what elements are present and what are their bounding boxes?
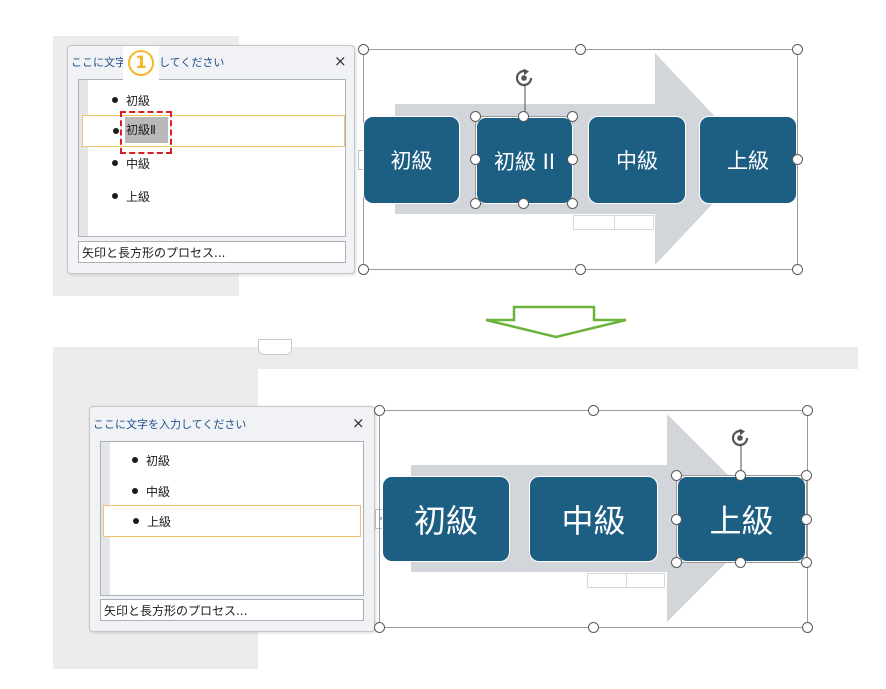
close-icon[interactable]: × [352,414,365,432]
step-callout: 1 [123,46,159,80]
shape-handle[interactable] [735,557,746,568]
bullet-icon [132,488,138,494]
list-item-label: 上級 [147,514,172,529]
placeholder-cells [573,215,654,230]
process-box[interactable]: 初級 [363,116,460,204]
list-item-selected[interactable]: 上級 [103,505,361,537]
resize-handle[interactable] [374,622,385,633]
ruler-bar [258,347,858,369]
resize-handle[interactable] [358,44,369,55]
text-pane-after: ここに文字を入力してください × 初級 中級 上級 矢印と長方形のプロセス... [89,406,375,632]
shape-handle[interactable] [470,198,481,209]
shape-handle[interactable] [801,470,812,481]
shape-handle[interactable] [567,198,578,209]
highlighted-label-overlay: 初級Ⅱ [125,113,170,145]
shape-handle[interactable] [801,557,812,568]
shape-handle[interactable] [801,514,812,525]
list-item-label: 上級 [126,189,151,204]
process-box[interactable]: 初級 [382,476,510,562]
bullet-icon [112,160,118,166]
shape-handle[interactable] [567,111,578,122]
rotate-icon[interactable] [512,66,538,90]
placeholder-cells [587,573,665,588]
shape-handle[interactable] [518,111,529,122]
list-item-label: 中級 [126,156,151,171]
process-box[interactable]: 中級 [529,476,658,562]
list-item[interactable]: 初級 [79,84,345,116]
resize-handle[interactable] [802,622,813,633]
highlighted-label: 初級Ⅱ [126,122,156,137]
ruler-tab[interactable] [258,339,292,355]
down-arrow-icon [485,305,627,339]
step-number-badge: 1 [128,50,154,76]
text-pane-list[interactable]: 初級 中級 上級 [100,441,364,596]
shape-handle[interactable] [735,470,746,481]
shape-handle[interactable] [470,111,481,122]
bullet-icon [112,193,118,199]
text-pane-title: ここに文字を入力してください [93,418,247,431]
list-gutter [79,80,88,236]
text-pane-list[interactable]: 初級 初級Ⅱ 中級 上級 [78,79,346,237]
text-pane-before: ここに文字を入力してください × 初級 初級Ⅱ 中級 上級 矢印と長方形のプロセ… [67,45,355,274]
rotate-icon[interactable] [728,426,754,450]
text-highlight [125,117,168,143]
list-item[interactable]: 初級 [101,444,363,476]
resize-handle[interactable] [792,264,803,275]
bullet-icon [113,128,119,134]
resize-handle[interactable] [588,405,599,416]
resize-handle[interactable] [588,622,599,633]
resize-handle[interactable] [802,405,813,416]
list-item-label: 初級 [146,453,171,468]
close-icon[interactable]: × [334,52,347,70]
process-box-selected[interactable]: 上級 [677,476,806,562]
bullet-icon [133,518,139,524]
resize-handle[interactable] [792,154,803,165]
shape-handle[interactable] [470,154,481,165]
shape-handle[interactable] [671,470,682,481]
shape-handle[interactable] [671,557,682,568]
shape-handle[interactable] [518,198,529,209]
process-box-selected[interactable]: 初級 II [476,117,573,204]
list-item-label: 初級 [126,93,151,108]
dashed-highlight-box [120,111,172,154]
shape-handle[interactable] [671,514,682,525]
layout-name-footer[interactable]: 矢印と長方形のプロセス... [78,241,346,263]
shape-handle[interactable] [567,154,578,165]
resize-handle[interactable] [575,44,586,55]
resize-handle[interactable] [374,405,385,416]
bullet-icon [112,97,118,103]
process-box[interactable]: 上級 [699,116,797,204]
list-item[interactable]: 中級 [79,147,345,179]
resize-handle[interactable] [792,44,803,55]
resize-handle[interactable] [575,264,586,275]
list-item[interactable]: 中級 [101,475,363,507]
layout-name-footer[interactable]: 矢印と長方形のプロセス... [100,599,364,621]
list-item[interactable]: 上級 [79,180,345,212]
resize-handle[interactable] [358,264,369,275]
list-item-label: 中級 [146,484,171,499]
bullet-icon [132,457,138,463]
process-box[interactable]: 中級 [588,116,686,204]
